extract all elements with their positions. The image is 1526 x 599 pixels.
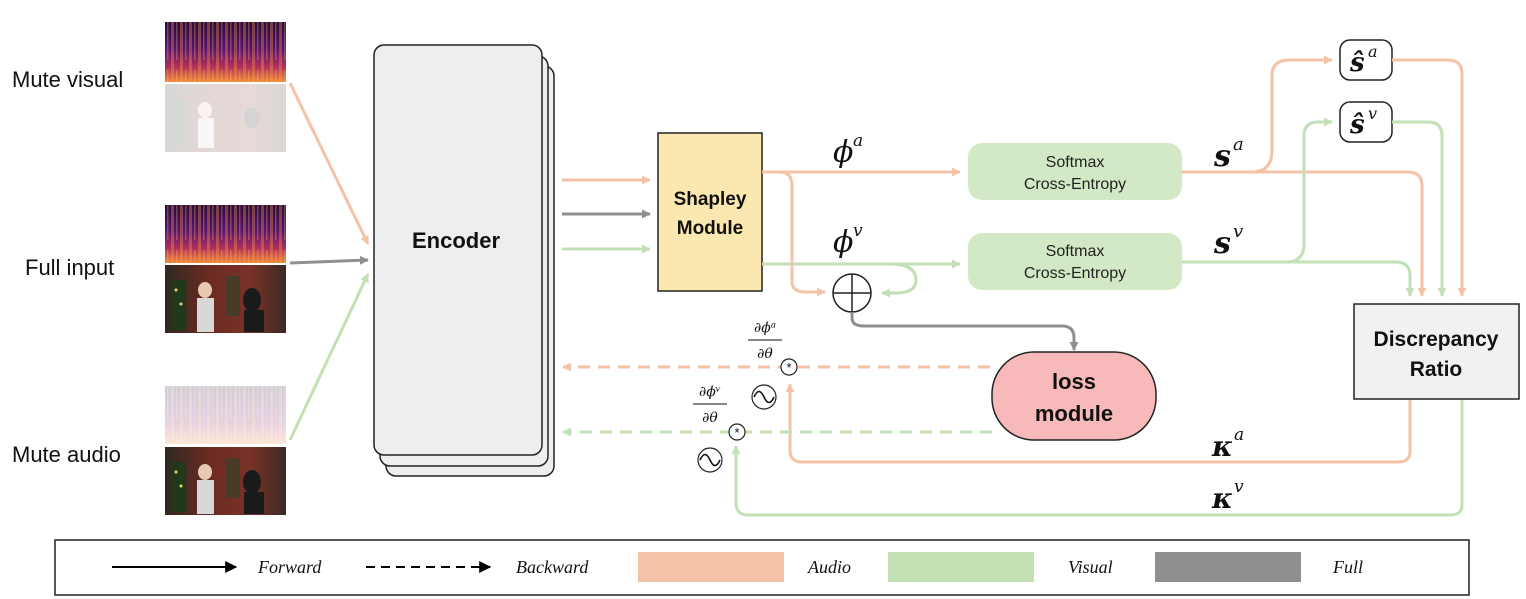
svg-text:*: * bbox=[786, 360, 791, 375]
svg-text:v: v bbox=[1368, 104, 1377, 123]
shapley-module: Shapley Module bbox=[657, 132, 763, 292]
svg-text:∂ϕᵃ: ∂ϕᵃ bbox=[754, 320, 776, 336]
mute-audio-label: Mute audio bbox=[12, 442, 121, 467]
arrow-s-v-to-s-hat-v bbox=[1182, 117, 1333, 264]
legend-visual-swatch bbox=[888, 552, 1034, 582]
s-hat-a-box: ŝ a bbox=[1339, 39, 1393, 81]
loss-module: loss module bbox=[991, 351, 1157, 441]
arrow-s-hat-a-to-discrepancy bbox=[1392, 58, 1467, 297]
encoder-label: Encoder bbox=[412, 228, 500, 253]
kappa-a-label: κ a bbox=[1211, 425, 1244, 463]
svg-text:κ: κ bbox=[1211, 482, 1233, 515]
mute-visual-frame-faded bbox=[165, 84, 286, 152]
arrow-s-a-to-s-hat-a bbox=[1182, 55, 1333, 174]
s-hat-v-box: ŝ v bbox=[1339, 101, 1393, 143]
legend-full-swatch bbox=[1155, 552, 1301, 582]
arrow-s-v-to-discrepancy bbox=[1182, 260, 1415, 297]
arrow-full-to-encoder bbox=[289, 255, 369, 265]
full-input-label: Full input bbox=[25, 255, 114, 280]
grad-phi-v-label: ∂ϕᵛ ∂θ bbox=[693, 384, 727, 426]
full-input-spectrogram bbox=[165, 205, 286, 263]
legend-visual-label: Visual bbox=[1068, 557, 1113, 577]
svg-text:a: a bbox=[1368, 42, 1378, 61]
softmax-visual-box: Softmax Cross-Entropy bbox=[968, 233, 1182, 290]
svg-text:a: a bbox=[853, 131, 863, 151]
discrepancy-ratio-box: Discrepancy Ratio bbox=[1353, 303, 1520, 400]
legend-audio-label: Audio bbox=[807, 557, 851, 577]
svg-text:Ratio: Ratio bbox=[1410, 358, 1463, 381]
svg-text:*: * bbox=[734, 425, 739, 440]
arrow-phi-v-to-oplus bbox=[881, 262, 918, 298]
svg-text:a: a bbox=[1234, 425, 1244, 445]
svg-text:loss: loss bbox=[1052, 369, 1096, 394]
legend: Forward Backward Audio Visual Full bbox=[54, 539, 1470, 596]
full-input-frame bbox=[165, 265, 286, 333]
mute-visual-label: Mute visual bbox=[12, 67, 123, 92]
svg-text:Cross-Entropy: Cross-Entropy bbox=[1024, 176, 1126, 193]
encoder-block: Encoder bbox=[373, 44, 555, 477]
sine-icon-audio bbox=[751, 384, 777, 410]
legend-backward-label: Backward bbox=[516, 557, 589, 577]
multiply-op-visual: * bbox=[728, 423, 746, 441]
sine-icon-visual bbox=[697, 447, 723, 473]
shapley-label-line1: Shapley bbox=[674, 189, 747, 210]
phi-a-label: ϕ a bbox=[833, 131, 863, 170]
arrow-kappa-v-feedback bbox=[731, 400, 1464, 517]
multiply-op-audio: * bbox=[780, 358, 798, 376]
mute-audio-frame bbox=[165, 447, 286, 515]
arrow-s-a-to-discrepancy bbox=[1182, 170, 1427, 297]
svg-text:Softmax: Softmax bbox=[1046, 243, 1105, 260]
arrow-s-hat-v-to-discrepancy bbox=[1392, 120, 1447, 297]
svg-text:s: s bbox=[1213, 226, 1231, 261]
phi-v-label: ϕ v bbox=[833, 221, 863, 260]
svg-text:module: module bbox=[1035, 401, 1113, 426]
svg-text:ϕ: ϕ bbox=[833, 225, 853, 260]
arrow-phi-a-to-oplus bbox=[779, 170, 826, 297]
mute-visual-spectrogram bbox=[165, 22, 286, 82]
arrow-mute-audio-to-encoder bbox=[288, 273, 370, 441]
grad-phi-a-label: ∂ϕᵃ ∂θ bbox=[748, 320, 782, 362]
s-a-label: s a bbox=[1213, 134, 1244, 174]
mute-audio-spectrogram-faded bbox=[165, 386, 286, 444]
svg-text:v: v bbox=[1234, 477, 1244, 497]
svg-text:∂ϕᵛ: ∂ϕᵛ bbox=[699, 384, 721, 400]
legend-full-label: Full bbox=[1332, 557, 1363, 577]
softmax-audio-box: Softmax Cross-Entropy bbox=[968, 143, 1182, 200]
svg-text:Cross-Entropy: Cross-Entropy bbox=[1024, 265, 1126, 282]
svg-text:ϕ: ϕ bbox=[833, 135, 853, 170]
svg-text:∂θ: ∂θ bbox=[702, 410, 718, 426]
oplus-node bbox=[832, 273, 872, 313]
svg-text:Softmax: Softmax bbox=[1046, 154, 1105, 171]
arrow-mute-visual-to-encoder bbox=[288, 82, 370, 245]
legend-forward-label: Forward bbox=[257, 557, 322, 577]
arrow-kappa-a-feedback bbox=[785, 383, 1412, 464]
svg-text:κ: κ bbox=[1211, 430, 1233, 463]
svg-text:∂θ: ∂θ bbox=[757, 346, 773, 362]
s-v-label: s v bbox=[1213, 221, 1243, 261]
arrow-oplus-to-loss bbox=[850, 312, 1079, 351]
shapley-label-line2: Module bbox=[677, 218, 744, 239]
svg-text:ŝ: ŝ bbox=[1349, 48, 1365, 78]
svg-text:ŝ: ŝ bbox=[1349, 110, 1365, 140]
kappa-v-label: κ v bbox=[1211, 477, 1244, 515]
svg-text:a: a bbox=[1233, 134, 1244, 155]
legend-audio-swatch bbox=[638, 552, 784, 582]
svg-text:v: v bbox=[1233, 221, 1243, 242]
svg-text:v: v bbox=[853, 221, 863, 241]
svg-text:s: s bbox=[1213, 139, 1231, 174]
svg-text:Discrepancy: Discrepancy bbox=[1374, 328, 1499, 351]
